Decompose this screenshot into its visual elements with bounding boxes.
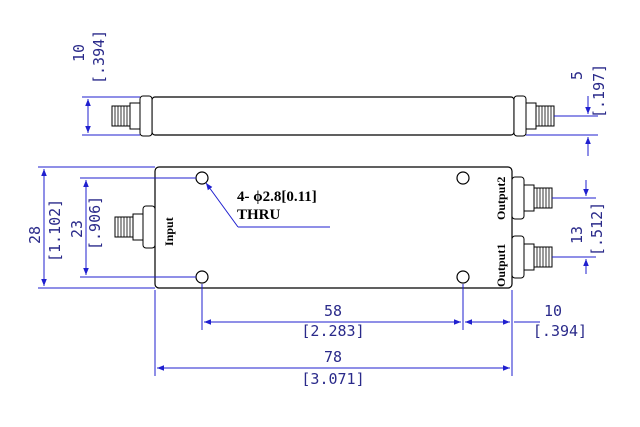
- connector-offset-mm: 5: [568, 71, 586, 80]
- input-connector: [114, 205, 156, 249]
- input-port-label: Input: [162, 217, 176, 246]
- mounting-hole: [195, 270, 209, 284]
- side-height-mm: 10: [70, 44, 88, 62]
- body-length-mm: 78: [324, 348, 342, 366]
- hole-callout-thru: THRU: [237, 207, 281, 223]
- top-body: [154, 166, 513, 289]
- hole-callout-size: 4- ϕ2.8[0.11]: [237, 189, 317, 205]
- connector-offset-inch: [.197]: [590, 64, 608, 118]
- body-height-inch: [1.102]: [46, 199, 64, 262]
- output1-connector: [511, 235, 553, 279]
- output2-port-label: Output2: [494, 177, 508, 220]
- hole-spacing-v-mm: 23: [68, 220, 86, 238]
- body-length-inch: [3.071]: [301, 370, 364, 388]
- side-right-connector: [513, 95, 555, 137]
- mounting-hole: [456, 270, 470, 284]
- mounting-hole: [195, 171, 209, 185]
- dimensions: 10 [.394] 5 [.197] 28 [1.102] 23 [.906] …: [26, 30, 608, 388]
- edge-offset-inch: [.394]: [533, 322, 587, 340]
- output1-port-label: Output1: [494, 244, 508, 287]
- body-height-mm: 28: [26, 226, 44, 244]
- side-height-inch: [.394]: [90, 30, 108, 84]
- output-spacing-mm: 13: [568, 226, 586, 244]
- top-view: Input Output2 Output1 4- ϕ2.8[0.11] THRU: [114, 166, 553, 289]
- side-view: [111, 95, 555, 137]
- output2-connector: [511, 176, 553, 220]
- output-spacing-inch: [.512]: [588, 202, 606, 256]
- hole-spacing-h-inch: [2.283]: [301, 322, 364, 340]
- side-body: [151, 96, 515, 136]
- mounting-hole: [456, 171, 470, 185]
- edge-offset-mm: 10: [544, 302, 562, 320]
- side-left-connector: [111, 95, 153, 137]
- hole-spacing-h-mm: 58: [324, 302, 342, 320]
- hole-callout: 4- ϕ2.8[0.11] THRU: [205, 182, 330, 228]
- hole-spacing-v-inch: [.906]: [86, 196, 104, 250]
